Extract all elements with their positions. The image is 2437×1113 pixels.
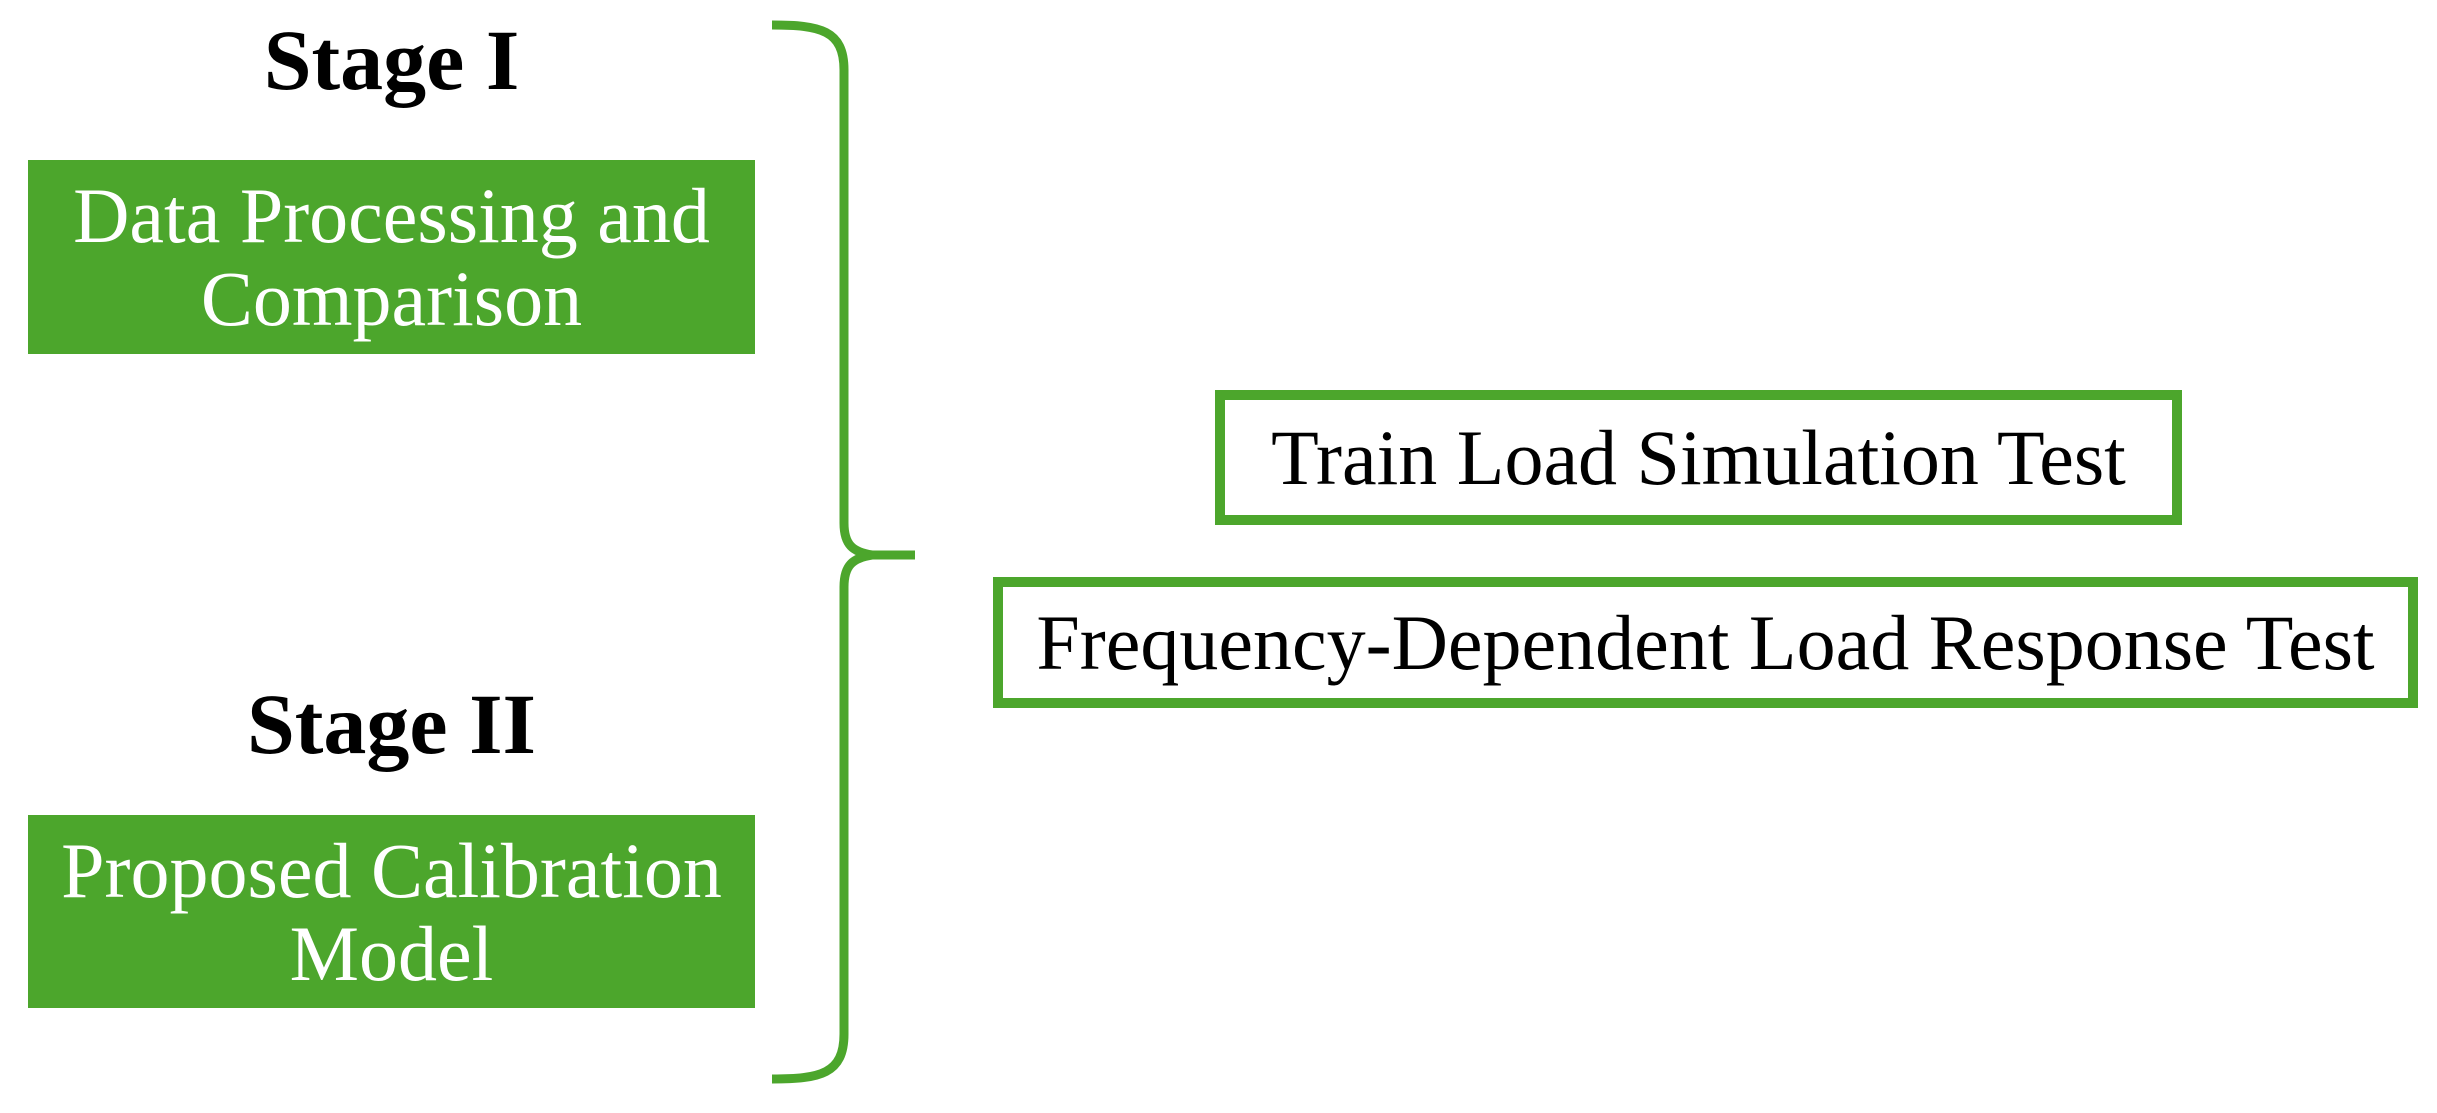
curly-brace-icon bbox=[771, 20, 915, 1084]
train-load-simulation-test-box: Train Load Simulation Test bbox=[1215, 390, 2182, 525]
stage-1-box-line-1: Data Processing and bbox=[73, 172, 710, 259]
stage-2-box: Proposed Calibration Model bbox=[28, 815, 755, 1008]
stage-2-box-line-2: Model bbox=[289, 909, 494, 997]
stage-2-box-line-1: Proposed Calibration bbox=[61, 826, 722, 914]
stage-1-box-line-2: Comparison bbox=[200, 255, 583, 342]
stage-1-box: Data Processing and Comparison bbox=[28, 160, 755, 354]
frequency-dependent-load-response-test-label: Frequency-Dependent Load Response Test bbox=[1036, 598, 2375, 686]
frequency-dependent-load-response-test-box: Frequency-Dependent Load Response Test bbox=[993, 577, 2418, 708]
train-load-simulation-test-label: Train Load Simulation Test bbox=[1271, 413, 2126, 501]
stage-1-heading: Stage I bbox=[263, 12, 520, 108]
stage-2-heading: Stage II bbox=[246, 676, 537, 772]
